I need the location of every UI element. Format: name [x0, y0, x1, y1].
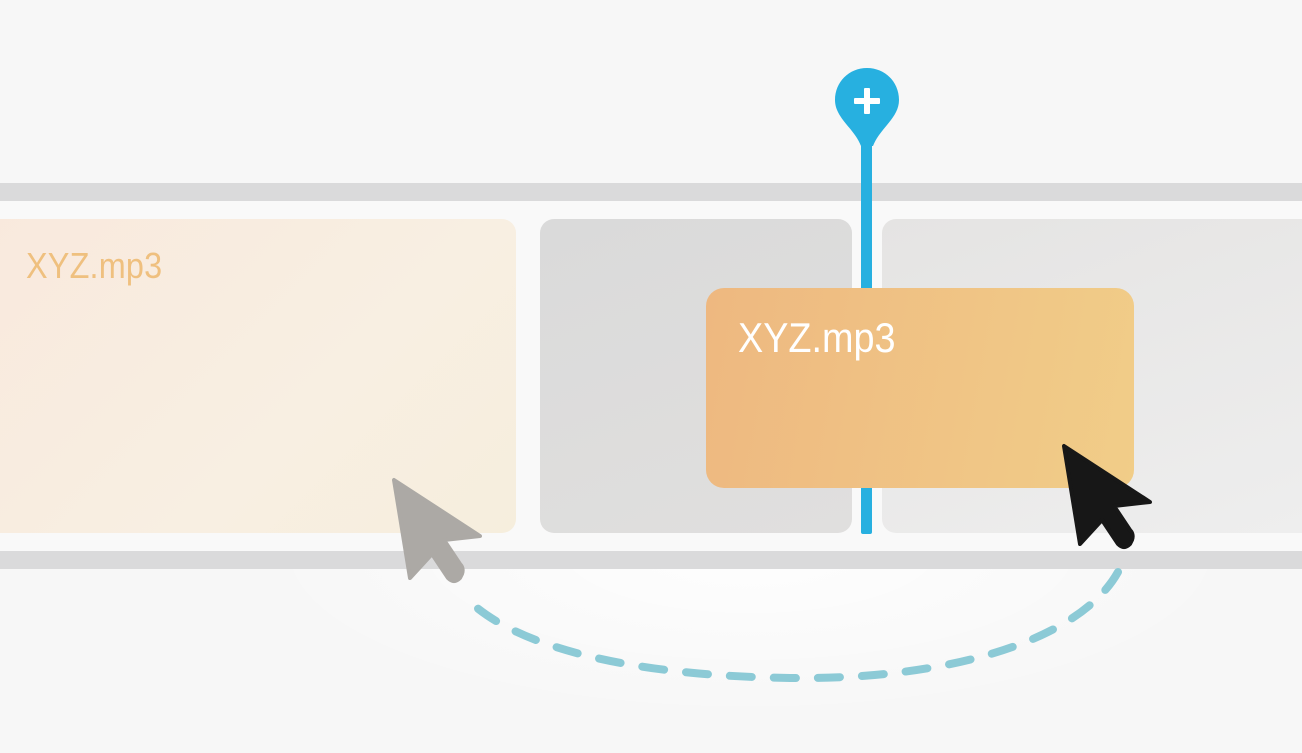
- playhead-plus-icon[interactable]: [834, 66, 900, 156]
- ghost-cursor-icon: [392, 478, 482, 583]
- dragged-clip-label: XYZ.mp3: [738, 314, 896, 361]
- mouse-cursor-icon: [1062, 444, 1152, 549]
- dragged-audio-clip[interactable]: XYZ.mp3: [706, 288, 1134, 488]
- ghost-clip-label: XYZ.mp3: [26, 245, 163, 286]
- ghost-audio-clip: XYZ.mp3: [0, 219, 516, 533]
